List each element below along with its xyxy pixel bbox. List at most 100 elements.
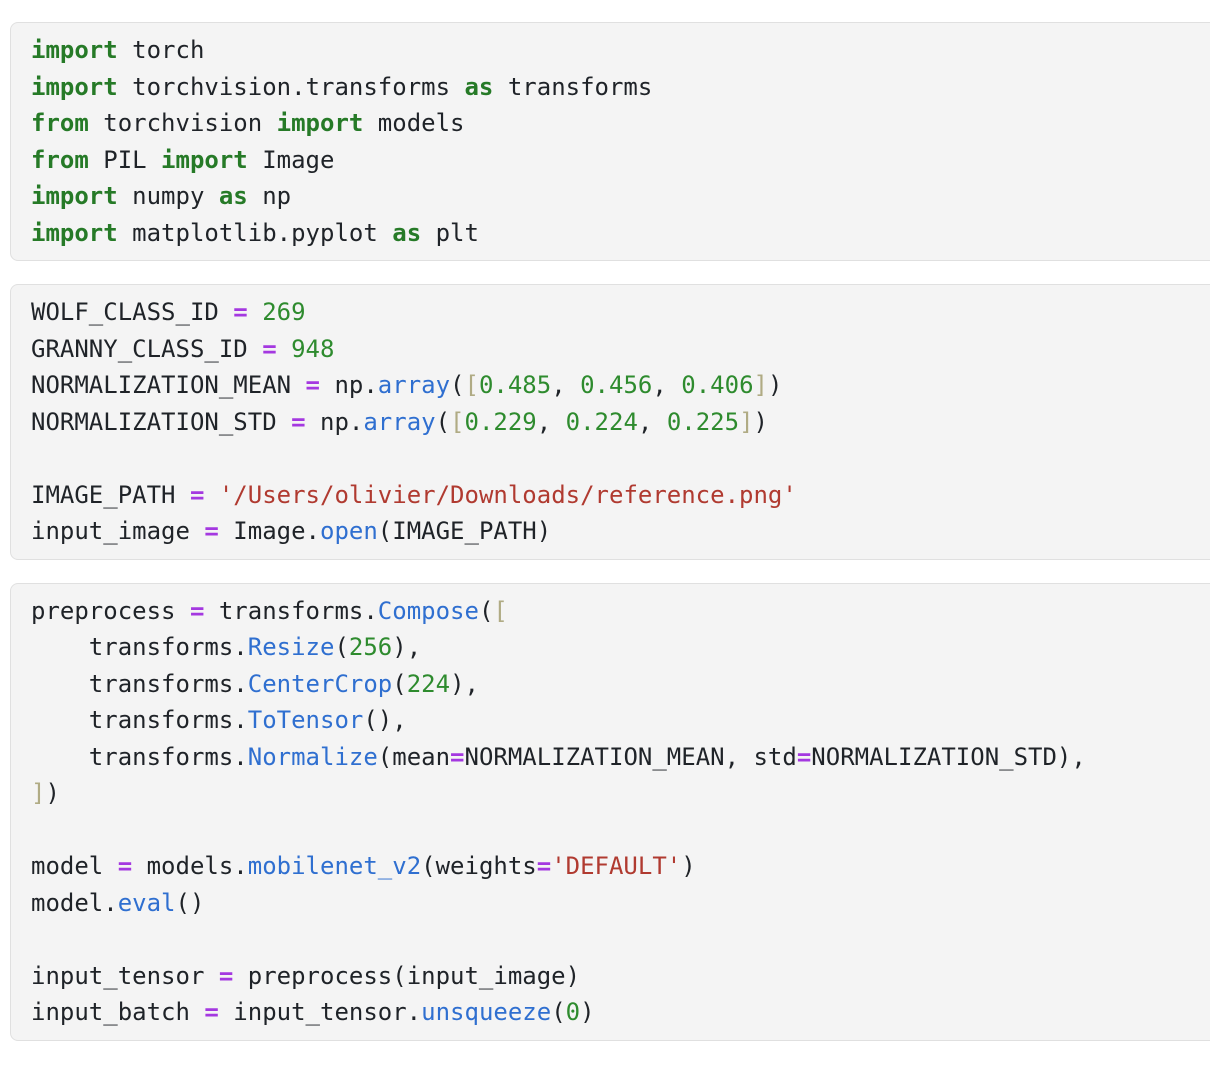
code-token-keyword: as — [392, 218, 422, 247]
code-line: input_image = Image.open(IMAGE_PATH) — [31, 513, 1197, 550]
code-line: input_tensor = preprocess(input_image) — [31, 958, 1197, 995]
code-token-default-text: model. — [31, 888, 118, 917]
code-token-number: 269 — [262, 298, 306, 326]
code-token-number: 0.229 — [464, 407, 537, 436]
code-token-keyword: import — [276, 109, 364, 137]
code-token-bracket: [ — [493, 596, 508, 625]
code-line: NORMALIZATION_STD = np.array([0.229, 0.2… — [31, 404, 1197, 441]
code-token-default-text: ) — [580, 998, 595, 1026]
code-token-operator: = — [536, 852, 552, 880]
code-token-default-text: ( — [450, 371, 465, 399]
code-token-default-text — [248, 298, 262, 326]
code-token-bracket: ] — [739, 407, 754, 436]
code-token-default-text — [204, 481, 218, 509]
code-token-function-call: Normalize — [247, 742, 378, 771]
code-token-default-text: WOLF_CLASS_ID — [31, 298, 234, 326]
code-token-default-text: IMAGE_PATH — [31, 480, 190, 509]
code-token-default-text: , — [551, 371, 581, 399]
code-token-default-text: ( — [551, 998, 566, 1026]
code-line: WOLF_CLASS_ID = 269 — [31, 294, 1197, 331]
code-token-default-text: NORMALIZATION_STD), — [811, 742, 1086, 771]
code-token-operator: = — [218, 961, 234, 990]
code-token-bracket: [ — [464, 371, 479, 399]
code-token-operator: = — [189, 480, 205, 509]
code-token-number: 0.225 — [666, 407, 740, 436]
code-token-keyword: import — [31, 182, 118, 210]
code-token-bracket: ] — [753, 371, 768, 399]
code-token-default-text: NORMALIZATION_MEAN — [31, 371, 306, 399]
code-token-default-text: , — [536, 407, 566, 436]
code-token-number: 0.224 — [565, 407, 638, 436]
code-token-default-text: numpy — [117, 182, 219, 210]
code-token-default-text: torch — [117, 36, 205, 64]
code-token-default-text: preprocess — [31, 596, 190, 625]
code-token-default-text: NORMALIZATION_STD — [31, 407, 292, 436]
code-line: transforms.ToTensor(), — [31, 702, 1197, 739]
code-line: from torchvision import models — [31, 105, 1197, 142]
code-token-default-text: ) — [681, 852, 696, 880]
code-token-keyword: from — [31, 109, 89, 137]
code-token-default-text: (weights — [421, 852, 537, 880]
code-token-default-text: input_tensor — [31, 961, 219, 990]
code-token-default-text: , — [652, 371, 682, 399]
code-line: import torch — [31, 32, 1197, 69]
code-line: import matplotlib.pyplot as plt — [31, 215, 1197, 252]
code-token-function-call: Compose — [377, 596, 479, 625]
code-line-blank — [31, 812, 1197, 849]
code-line-blank — [31, 921, 1197, 958]
code-token-default-text: ) — [753, 407, 768, 436]
code-token-keyword: import — [31, 218, 118, 247]
code-token-default-text: input_image — [31, 517, 205, 545]
code-line: NORMALIZATION_MEAN = np.array([0.485, 0.… — [31, 367, 1197, 404]
code-token-bracket: ] — [31, 779, 46, 807]
code-token-function-call: CenterCrop — [247, 669, 393, 698]
code-token-default-text: models — [363, 109, 465, 137]
code-token-default-text: transforms. — [31, 742, 248, 771]
code-token-function-call: unsqueeze — [421, 998, 552, 1026]
code-token-keyword: import — [31, 36, 118, 64]
code-token-default-text: input_batch — [31, 998, 205, 1026]
code-token-default-text: (), — [363, 706, 407, 734]
code-token-default-text: , — [637, 407, 667, 436]
code-token-keyword: import — [31, 72, 118, 101]
code-token-function-call: Resize — [247, 633, 335, 661]
code-token-operator: = — [117, 852, 133, 880]
code-token-default-text: ), — [392, 633, 422, 661]
code-token-function-call: array — [377, 371, 451, 399]
code-token-bracket: [ — [450, 407, 465, 436]
code-line: model = models.mobilenet_v2(weights='DEF… — [31, 848, 1197, 885]
code-token-default-text: transforms. — [31, 669, 248, 698]
code-line: IMAGE_PATH = '/Users/olivier/Downloads/r… — [31, 477, 1197, 514]
code-token-default-text: NORMALIZATION_MEAN, std — [464, 742, 797, 771]
code-token-operator: = — [204, 517, 219, 545]
code-line: input_batch = input_tensor.unsqueeze(0) — [31, 994, 1197, 1031]
code-line: GRANNY_CLASS_ID = 948 — [31, 331, 1197, 368]
code-token-default-text: transforms. — [31, 706, 248, 734]
code-token-default-text: ), — [450, 669, 479, 698]
code-token-default-text: transforms. — [31, 633, 248, 661]
code-line: preprocess = transforms.Compose([ — [31, 593, 1197, 630]
code-token-default-text: GRANNY_CLASS_ID — [31, 334, 263, 363]
code-line: transforms.Normalize(mean=NORMALIZATION_… — [31, 739, 1197, 776]
code-line: ]) — [31, 775, 1197, 812]
code-token-default-text: ( — [392, 669, 407, 698]
code-token-default-text: model — [31, 852, 118, 880]
code-token-default-text: ( — [334, 633, 349, 661]
code-token-default-text: models. — [132, 852, 248, 880]
code-token-default-text: torchvision — [88, 109, 277, 137]
code-token-number: 0.456 — [580, 371, 653, 399]
code-token-default-text: np. — [320, 371, 378, 399]
code-token-default-text: () — [175, 888, 205, 917]
code-token-string: '/Users/olivier/Downloads/reference.png' — [218, 480, 797, 509]
code-token-default-text: (IMAGE_PATH) — [377, 517, 552, 545]
code-token-default-text: np — [247, 182, 292, 210]
code-token-default-text: torchvision.transforms — [117, 72, 465, 101]
code-token-default-text: ( — [478, 596, 494, 625]
code-token-default-text: PIL — [88, 145, 162, 174]
code-token-keyword: from — [31, 145, 89, 174]
code-token-default-text: (mean — [377, 742, 451, 771]
code-token-string: 'DEFAULT' — [551, 852, 682, 880]
code-token-default-text: plt — [421, 218, 479, 247]
